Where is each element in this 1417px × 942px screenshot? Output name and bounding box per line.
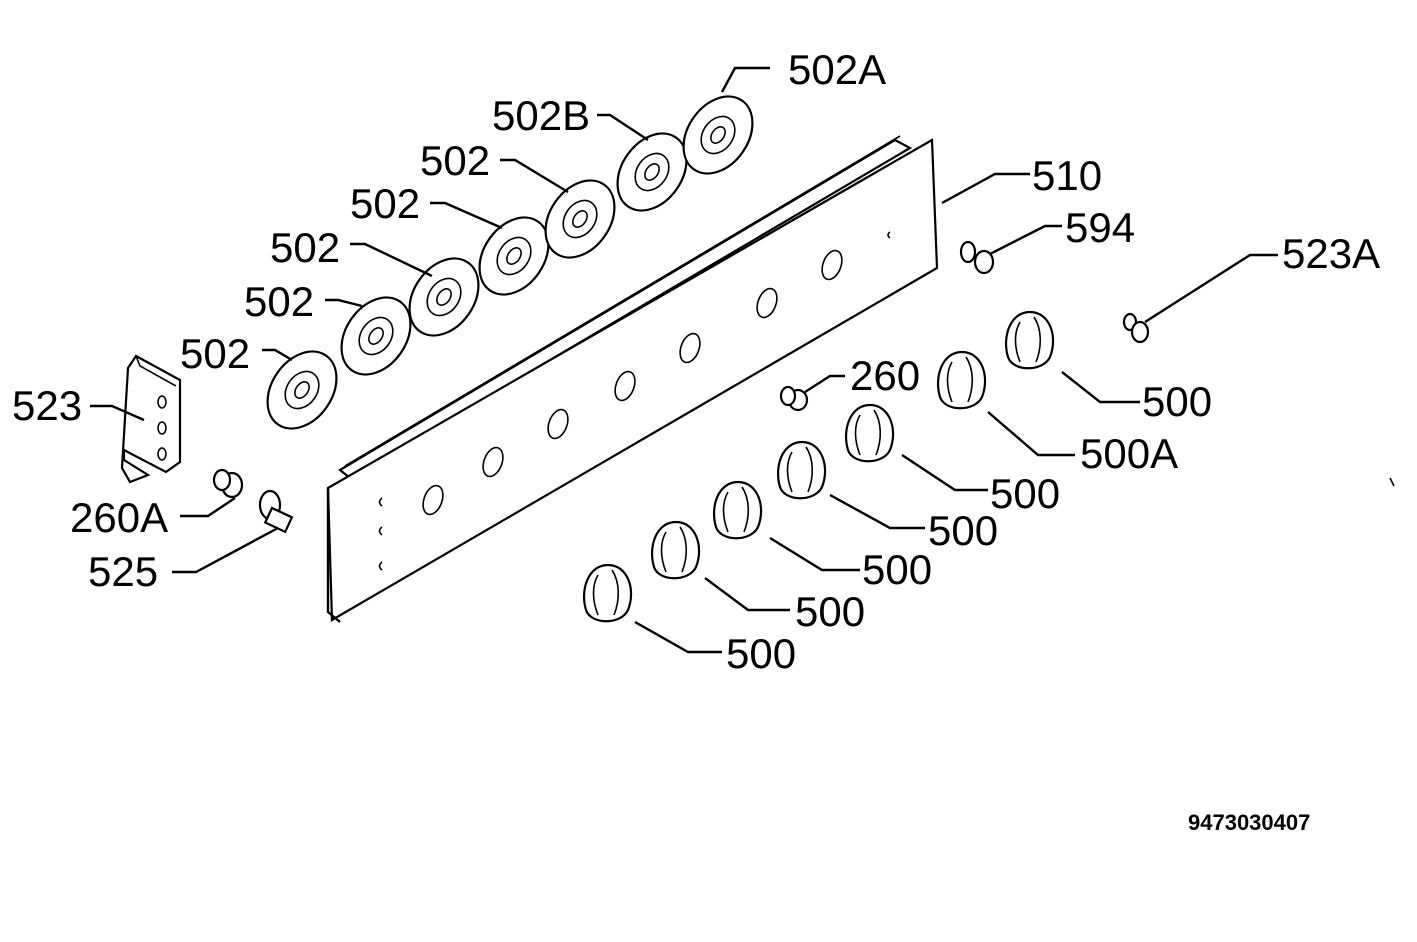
disc-502-4 — [478, 216, 550, 296]
disc-502-5 — [544, 179, 616, 259]
part-260a — [212, 468, 244, 499]
disc-502-2 — [340, 296, 412, 376]
label-260: 260 — [850, 352, 920, 399]
knob-500-1 — [582, 563, 633, 623]
label-502-4: 502 — [350, 180, 420, 227]
label-500-3: 500 — [862, 546, 932, 593]
label-500-2: 500 — [795, 588, 865, 635]
knob-500-5 — [844, 403, 895, 463]
label-502-3: 502 — [270, 224, 340, 271]
label-502a: 502A — [788, 46, 886, 93]
drawing-code: 9473030407 — [1188, 810, 1310, 835]
label-260a: 260A — [70, 494, 168, 541]
label-502b: 502B — [492, 92, 590, 139]
part-523a — [1122, 312, 1150, 344]
label-510: 510 — [1032, 152, 1102, 199]
label-502-5: 502 — [420, 137, 490, 184]
knob-500-4 — [776, 440, 827, 500]
part-260 — [779, 385, 809, 412]
label-500-6: 500 — [1142, 378, 1212, 425]
label-502-1: 502 — [180, 330, 250, 377]
label-594: 594 — [1065, 204, 1135, 251]
control-panel-510 — [326, 135, 939, 623]
leader-lines — [90, 66, 1278, 654]
label-523: 523 — [12, 382, 82, 429]
label-500-1: 500 — [726, 630, 796, 677]
knob-500a — [936, 350, 987, 410]
part-594 — [959, 240, 995, 275]
label-500-4: 500 — [928, 507, 998, 554]
knob-500-2 — [650, 520, 701, 580]
bracket-523 — [120, 354, 182, 484]
label-500-5: 500 — [990, 470, 1060, 517]
disc-502a — [682, 95, 754, 175]
knob-500-3 — [712, 480, 763, 540]
disc-502-1 — [266, 350, 338, 430]
disc-502-3 — [408, 257, 480, 337]
label-502-2: 502 — [244, 278, 314, 325]
label-523a: 523A — [1282, 230, 1380, 277]
label-500a: 500A — [1080, 430, 1178, 477]
part-525 — [258, 489, 294, 534]
disc-502b — [616, 132, 688, 212]
label-525: 525 — [88, 548, 158, 595]
stray-mark — [1389, 477, 1395, 487]
knob-500-6 — [1004, 310, 1055, 370]
